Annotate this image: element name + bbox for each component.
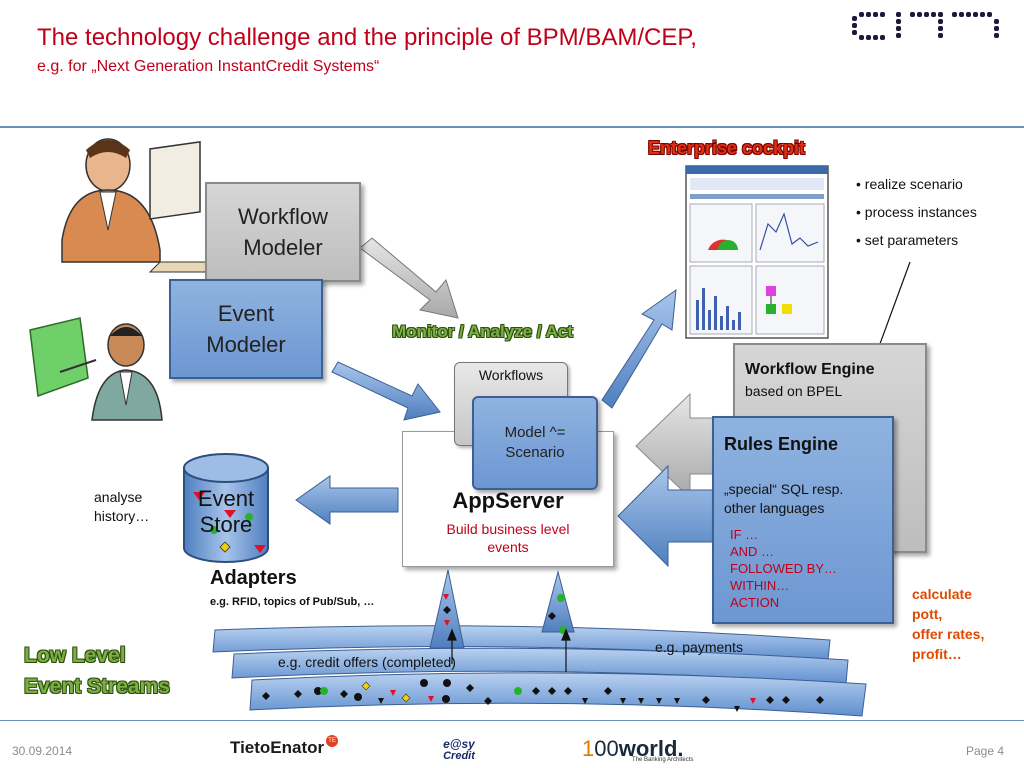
100world-logo-one: 1 xyxy=(582,736,595,761)
tietoenator-logo-badge: TE xyxy=(326,735,339,747)
event-modeler-box: Event Modeler xyxy=(169,279,323,379)
arrow-rules-engine-to-appserver xyxy=(617,464,725,568)
cockpit-screenshot xyxy=(685,165,829,339)
monitor-analyze-act-label: Monitor / Analyze / Act xyxy=(392,322,574,341)
workflow-engine-subtitle: based on BPEL xyxy=(745,383,843,399)
event-store-label: Event Store xyxy=(197,486,255,537)
adapters-title: Adapters xyxy=(210,567,297,589)
workflow-engine-title: Workflow Engine xyxy=(745,361,875,378)
100world-logo-zeros: 00 xyxy=(594,736,619,761)
slide-subtitle: e.g. for „Next Generation InstantCredit … xyxy=(37,58,380,75)
model-scenario-scroll: Model ^= Scenario xyxy=(472,396,598,490)
logo-letter-t2 xyxy=(952,12,999,38)
diagram-canvas xyxy=(29,138,911,717)
100world-logo-world: world. xyxy=(618,736,684,761)
event-stream-bottom xyxy=(249,672,867,717)
rules-engine-keywords: IF … AND … FOLLOWED BY… WITHIN… ACTION xyxy=(730,527,837,610)
cockpit-bullet-list: • realize scenario • process instances •… xyxy=(856,176,977,260)
footer-page-number: Page 4 xyxy=(966,744,1005,758)
citt-logo xyxy=(852,12,999,40)
stream-payments-label: e.g. payments xyxy=(655,639,743,655)
stream-connector-lines xyxy=(447,628,571,672)
businessman-illustration xyxy=(61,138,211,273)
stream-credit-offers-label: e.g. credit offers (completed) xyxy=(278,654,456,670)
appserver-title: AppServer xyxy=(452,488,564,513)
arrow-event-to-appserver xyxy=(331,361,441,421)
easy-credit-logo: e@sy Credit xyxy=(432,738,486,762)
arrow-appserver-to-eventstore xyxy=(295,475,399,525)
adapter-cone-left xyxy=(429,569,465,649)
100world-logo: 1 00 world. xyxy=(582,736,684,762)
100world-tagline: The Banking Architects xyxy=(632,757,694,763)
event-store-cylinder xyxy=(183,453,269,563)
header-divider xyxy=(0,126,1024,128)
low-level-event-streams-label: Low Level Event Streams xyxy=(24,644,170,698)
stream-event-markers xyxy=(262,679,824,712)
rules-engine-box: Rules Engine „special“ SQL resp. other l… xyxy=(712,416,894,624)
analyse-history-label: analyse history… xyxy=(94,489,150,524)
tietoenator-logo-text: TietoEnator xyxy=(230,738,325,757)
easy-credit-logo-top: e@sy xyxy=(443,737,475,751)
model-scenario-label: Model ^= Scenario xyxy=(504,424,566,461)
arrow-appserver-to-cockpit xyxy=(601,288,677,409)
enterprise-cockpit-label: Enterprise cockpit xyxy=(648,138,806,158)
footer-date: 30.09.2014 xyxy=(12,744,73,758)
workflows-scroll-label: Workflows xyxy=(478,367,544,383)
presenter-illustration xyxy=(29,317,163,421)
arrow-workflow-to-monitor xyxy=(359,237,459,319)
logo-letter-t1 xyxy=(910,12,943,38)
rules-engine-title: Rules Engine xyxy=(724,434,839,454)
adapters-subtitle: e.g. RFID, topics of Pub/Sub, … xyxy=(210,596,375,608)
adapter-cone-right xyxy=(541,570,575,634)
footer-divider xyxy=(0,720,1024,721)
appserver-box: AppServer Build business level events xyxy=(402,431,614,567)
tietoenator-logo: TietoEnator TE xyxy=(230,735,339,758)
workflow-modeler-box: Workflow Modeler xyxy=(205,182,361,282)
logo-letter-c xyxy=(852,12,885,40)
logo-letter-i xyxy=(896,12,901,38)
calculate-label: calculate pott, offer rates, profit… xyxy=(912,586,985,662)
bullet-process-instances: • process instances xyxy=(856,204,977,220)
bullet-realize-scenario: • realize scenario xyxy=(856,176,963,192)
easy-credit-logo-bottom: Credit xyxy=(443,750,475,762)
bullet-set-parameters: • set parameters xyxy=(856,232,959,248)
rules-engine-subtitle: „special“ SQL resp. other languages xyxy=(724,481,844,516)
appserver-subtitle: Build business level events xyxy=(446,521,570,555)
slide-title: The technology challenge and the princip… xyxy=(37,24,697,51)
